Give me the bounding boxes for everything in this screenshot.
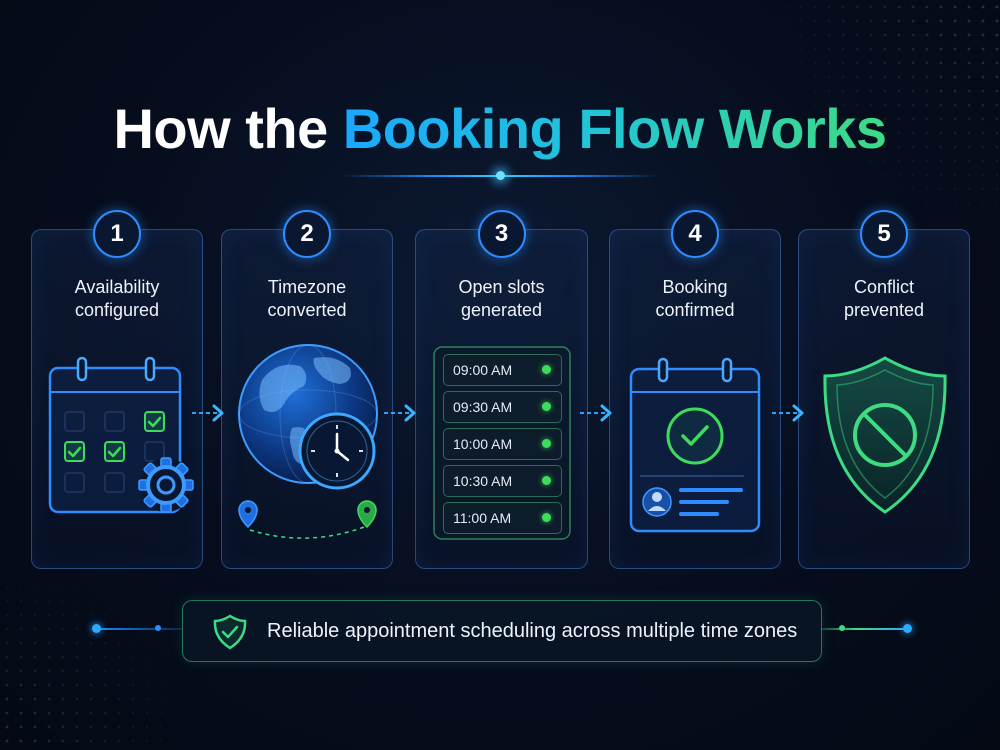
step-label-line-2: confirmed [655, 300, 735, 320]
step-label-line-1: Timezone [267, 277, 347, 297]
step-card-1: 1 Availability configured [31, 210, 203, 569]
step-label: Open slots generated [416, 276, 587, 322]
arrow-right-icon [384, 404, 416, 422]
step-label: Conflict prevented [799, 276, 969, 322]
footer-dot-left-small [155, 625, 161, 631]
arrow-right-icon [772, 404, 804, 422]
footer-divider-right [820, 628, 908, 630]
step-label-line-2: configured [74, 300, 160, 320]
arrow-right-icon [580, 404, 612, 422]
title-part-1: How the [113, 97, 328, 160]
step-card-5: 5 Conflict prevented [798, 210, 970, 569]
dot-pattern-bottom-left [0, 580, 200, 750]
available-dot-icon [542, 476, 551, 485]
calendar-check-icon [629, 357, 761, 533]
shield-block-icon [823, 356, 947, 514]
step-label-line-2: prevented [843, 300, 925, 320]
step-label: Booking confirmed [610, 276, 780, 322]
step-label-line-1: Conflict [853, 277, 915, 297]
step-label: Timezone converted [222, 276, 392, 322]
time-slot[interactable]: 10:30 AM [443, 465, 562, 497]
dot-pattern-top-right [780, 0, 1000, 240]
time-slot-label: 11:00 AM [453, 510, 512, 526]
calendar-gear-icon [48, 356, 194, 514]
step-card-2: 2 Timezone converted [221, 210, 393, 569]
time-slot[interactable]: 11:00 AM [443, 502, 562, 534]
time-slot[interactable]: 09:00 AM [443, 354, 562, 386]
footer-dot-right [903, 624, 912, 633]
step-number-badge: 5 [860, 210, 908, 258]
time-slot-label: 09:30 AM [453, 399, 513, 415]
title-part-2: Booking Flow Works [342, 97, 887, 160]
footer-text: Reliable appointment scheduling across m… [267, 620, 798, 642]
time-slot-label: 10:30 AM [453, 473, 513, 489]
page-title: How the Booking Flow Works [0, 96, 1000, 161]
step-label-line-2: converted [267, 300, 347, 320]
step-number-badge: 2 [283, 210, 331, 258]
footer-banner: Reliable appointment scheduling across m… [182, 600, 822, 662]
available-dot-icon [542, 402, 551, 411]
time-slot[interactable]: 09:30 AM [443, 391, 562, 423]
time-slot-label: 09:00 AM [453, 362, 513, 378]
step-label-line-1: Availability [74, 277, 160, 297]
shield-check-icon [213, 614, 247, 650]
available-dot-icon [542, 513, 551, 522]
globe-clock-icon [238, 344, 378, 539]
step-label-line-2: generated [460, 300, 543, 320]
step-label: Availability configured [32, 276, 202, 322]
footer-dot-right-small [839, 625, 845, 631]
step-number-badge: 3 [477, 210, 526, 258]
time-slot-label: 10:00 AM [453, 436, 513, 452]
time-slot[interactable]: 10:00 AM [443, 428, 562, 460]
arrow-right-icon [192, 404, 224, 422]
step-label-line-1: Booking [662, 277, 728, 297]
available-dot-icon [542, 365, 551, 374]
title-divider-dot [496, 171, 505, 180]
step-number-badge: 4 [671, 210, 719, 258]
step-card-4: 4 Booking confirmed [609, 210, 781, 569]
footer-dot-left [92, 624, 101, 633]
step-label-line-1: Open slots [458, 277, 545, 297]
step-number-badge: 1 [93, 210, 141, 258]
footer-divider-left [96, 628, 182, 630]
available-dot-icon [542, 439, 551, 448]
